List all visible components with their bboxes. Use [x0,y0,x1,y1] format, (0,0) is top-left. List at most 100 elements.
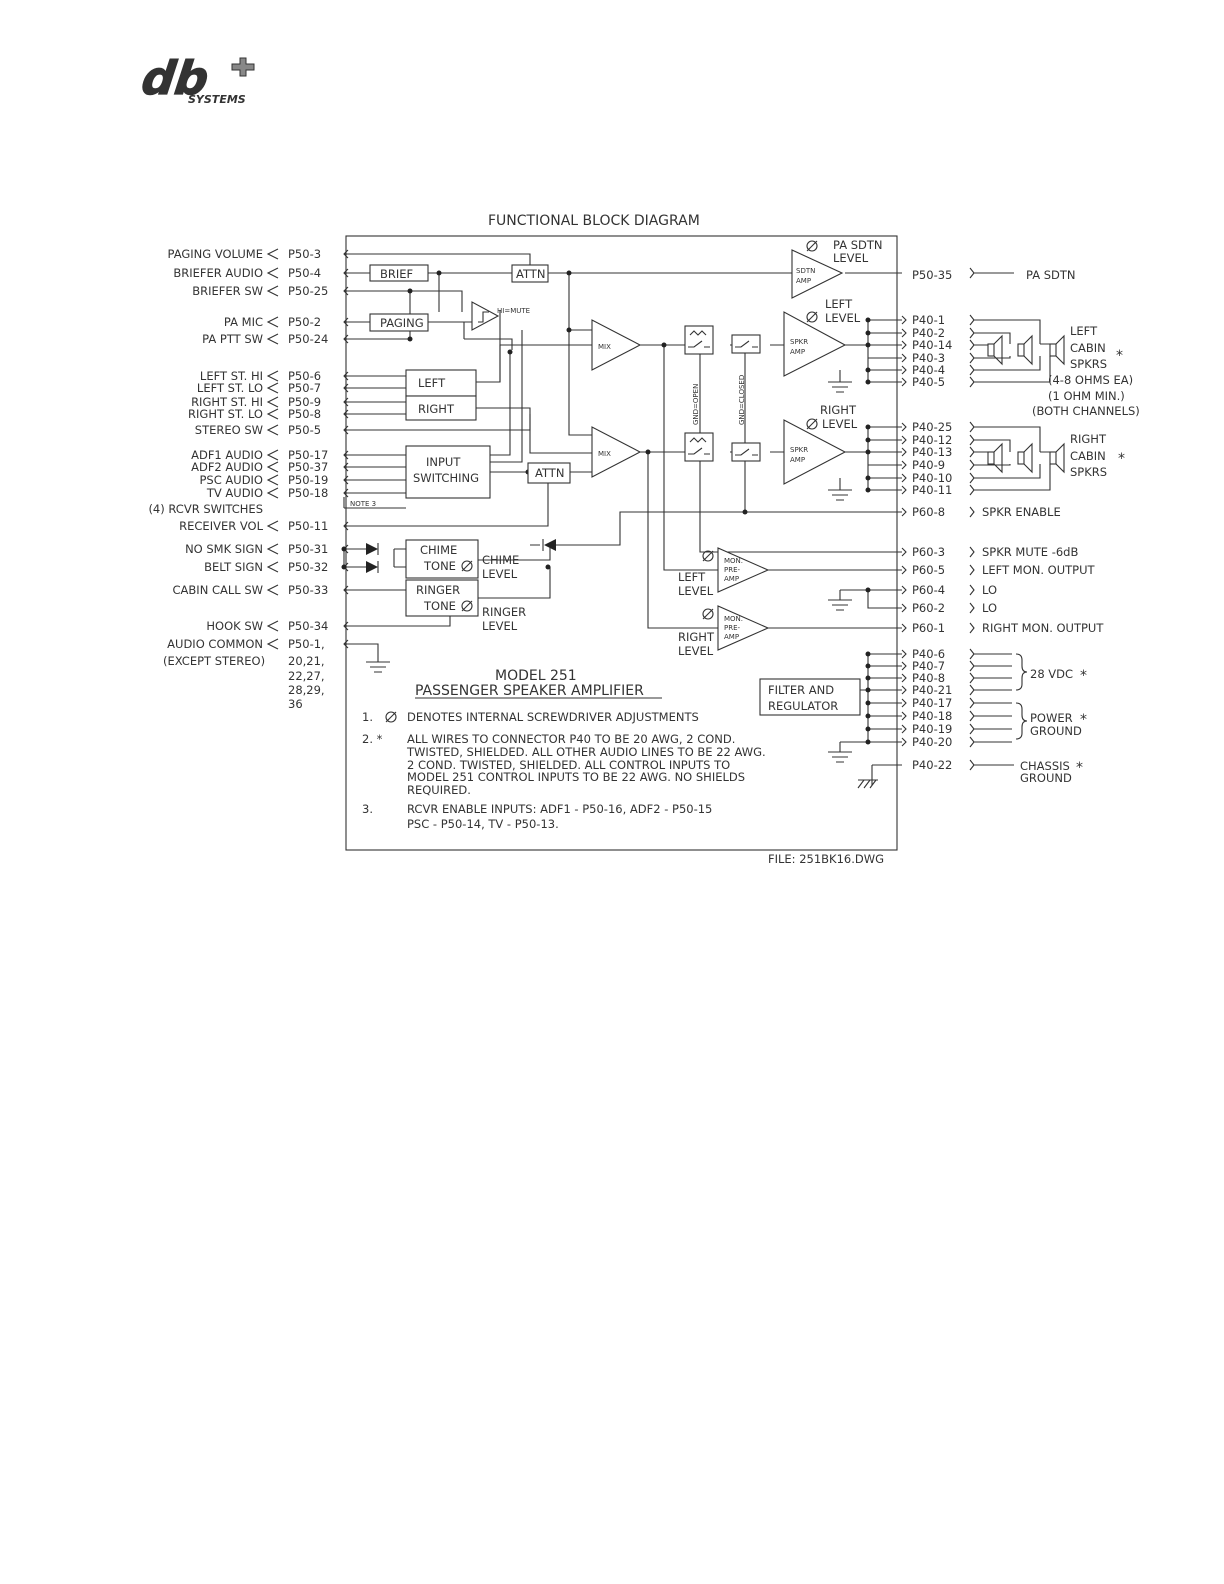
output-chevron-icon [969,710,975,722]
chime-tone-block [405,539,479,579]
pa-sdtn-level-1: PA SDTN [833,238,883,252]
output-pin: P40-14 [912,338,952,352]
screwdriver-adjust-icon [461,600,473,612]
output-pin: P40-10 [912,471,952,485]
output-chevron-icon [969,327,975,339]
p60-label: RIGHT MON. OUTPUT [982,621,1104,635]
output-arrow-icon [901,661,907,671]
p60-label: SPKR ENABLE [982,505,1061,519]
speaker-icon [974,319,1065,383]
hysteresis-icon [478,311,489,323]
attn2-block [527,462,571,484]
diode-icon [542,539,556,551]
output-arrow-icon [901,623,907,633]
input-arrow-icon [266,561,279,573]
input-pin: P50-1, [288,637,325,651]
output-pin: P40-7 [912,659,945,673]
output-chevron-icon [969,446,975,458]
input-label: PSC AUDIO [199,473,263,487]
input-pin: P50-3 [288,247,321,261]
output-pin: P40-20 [912,735,952,749]
right-block [405,395,477,421]
output-pin: P40-9 [912,458,945,472]
input-arrow-icon [266,333,279,345]
output-arrow-icon [901,673,907,683]
input-pin: P50-24 [288,332,328,346]
audio-common-pin-1: 20,21, [288,654,325,668]
vdc-label: 28 VDC [1030,667,1073,681]
filter-label-2: REGULATOR [768,699,838,713]
hi-mute-label: HI=MUTE [497,307,530,315]
input-pin: P50-31 [288,542,328,556]
input-pin: P50-34 [288,619,328,633]
paging-block-label: PAGING [380,316,424,330]
note3-label: NOTE 3 [350,500,376,508]
input-arrow-icon [266,408,279,420]
output-chevron-icon [969,352,975,364]
p60-label: SPKR MUTE -6dB [982,545,1078,559]
output-chevron-icon [969,472,975,484]
gnd-open-relay-left [684,325,714,355]
input-arrow-icon [266,449,279,461]
pa-sdtn-label: PA SDTN [1026,268,1076,282]
left-cabin-2: CABIN [1070,341,1106,355]
output-arrow-icon [901,603,907,613]
input-label: ADF1 AUDIO [191,448,263,462]
screwdriver-adjust-icon [461,560,473,572]
p60-pin: P60-3 [912,545,945,559]
left-level-label-2: LEVEL [825,311,861,325]
output-arrow-icon [901,685,907,695]
attn-block-label: ATTN [516,267,545,281]
left-spkr-amp-label-1: SPKR [790,338,808,346]
output-pin: P40-18 [912,709,952,723]
input-pin: P50-32 [288,560,328,574]
note-2-line-1: ALL WIRES TO CONNECTOR P40 TO BE 20 AWG,… [407,732,735,746]
output-pin: P40-13 [912,445,952,459]
input-pin: P50-7 [288,381,321,395]
mix-right-label: MIX [598,450,611,458]
attn-block [511,264,549,283]
output-chevron-icon [969,484,975,496]
output-pin: P40-8 [912,671,945,685]
right-mon-preamp [717,605,770,651]
pa-sdtn-level-2: LEVEL [833,251,869,265]
output-pin: P40-5 [912,375,945,389]
output-pin: P40-12 [912,433,952,447]
right-cabin-1: RIGHT [1070,432,1107,446]
input-label: NO SMK SIGN [185,542,263,556]
output-arrow-icon [901,698,907,708]
output-arrow-icon [901,435,907,445]
note-2-line-2: TWISTED, SHIELDED. ALL OTHER AUDIO LINES… [406,745,766,759]
output-chevron-icon [969,339,975,351]
output-arrow-icon [901,328,907,338]
input-arrow-icon [266,248,279,260]
ohms-2: (1 OHM MIN.) [1048,389,1125,403]
audio-common-pin-3: 28,29, [288,683,325,697]
output-arrow-icon [901,340,907,350]
p60-label: LO [982,583,997,597]
screwdriver-adjust-icon [385,711,397,723]
left-block-label: LEFT [418,376,446,390]
output-arrow-icon [901,507,907,517]
input-label: HOOK SW [206,619,263,633]
power-asterisk: * [1080,712,1087,728]
input-label: PA MIC [224,315,263,329]
output-arrow-icon [901,315,907,325]
input-arrow-icon [266,584,279,596]
right-mon-level-2: LEVEL [678,644,714,658]
output-chevron-icon [969,602,975,614]
logo-plus-icon [231,57,255,77]
input-arrow-icon [266,267,279,279]
brief-block [369,264,429,282]
audio-common-extra: (EXCEPT STEREO) [163,654,265,668]
left-level-label-1: LEFT [825,297,853,311]
left-asterisk: * [1116,348,1123,364]
input-pin: P50-6 [288,369,321,383]
ringer-tone-block [405,579,479,617]
left-spkr-amp [783,311,847,377]
input-arrow-icon [266,474,279,486]
db-systems-logo: db SYSTEMS [133,50,264,112]
input-label: PA PTT SW [202,332,263,346]
pa-sdtn-pin: P50-35 [912,268,952,282]
